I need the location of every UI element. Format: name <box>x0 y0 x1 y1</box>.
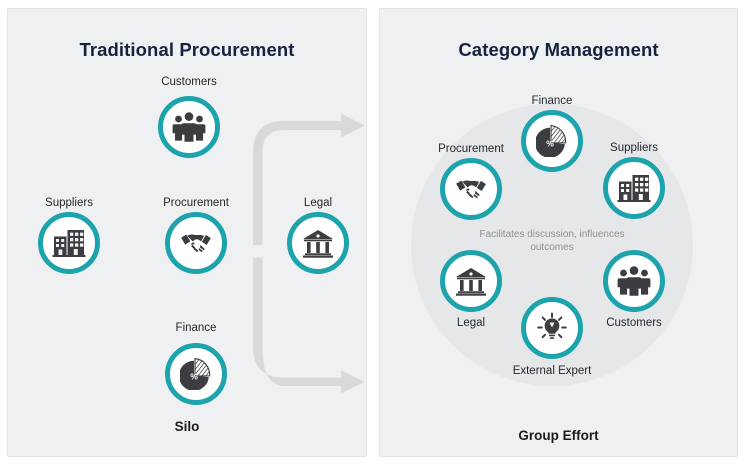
lightbulb-idea-icon <box>536 312 568 344</box>
right-panel-footer: Group Effort <box>518 428 599 443</box>
connector-suppliers-to-finance <box>253 257 365 394</box>
right-node-external-expert[interactable] <box>521 297 583 359</box>
right-node-label-procurement: Procurement <box>438 143 504 155</box>
office-buildings-icon <box>617 173 651 203</box>
traditional-procurement-panel: Traditional Procurement <box>7 8 476 457</box>
left-node-customers[interactable] <box>158 96 220 158</box>
courthouse-icon <box>302 229 334 258</box>
right-panel-title: Category Management <box>458 39 659 60</box>
left-node-label-finance: Finance <box>175 322 217 334</box>
pie-chart-percent-icon: % <box>536 125 568 157</box>
people-group-icon <box>617 266 651 296</box>
svg-text:%: % <box>190 371 198 381</box>
courthouse-icon <box>455 267 487 296</box>
right-node-customers[interactable] <box>603 250 665 312</box>
people-group-icon <box>172 112 206 142</box>
left-node-label-procurement: Procurement <box>163 197 229 209</box>
left-node-label-suppliers: Suppliers <box>45 197 93 209</box>
left-node-finance[interactable]: % <box>165 343 227 405</box>
right-node-procurement[interactable] <box>440 158 502 220</box>
right-node-finance[interactable]: % <box>521 110 583 172</box>
right-node-label-legal: Legal <box>456 317 486 329</box>
collaboration-note: Facilitates discussion, influences outco… <box>479 229 625 253</box>
left-node-label-customers: Customers <box>161 76 217 88</box>
right-node-label-suppliers: Suppliers <box>610 142 658 154</box>
office-buildings-icon <box>52 228 86 258</box>
left-node-procurement[interactable] <box>165 212 227 274</box>
right-node-legal[interactable] <box>440 250 502 312</box>
left-panel-title: Traditional Procurement <box>79 39 295 60</box>
svg-text:%: % <box>546 138 554 148</box>
right-node-label-customers: Customers <box>606 317 662 329</box>
handshake-icon <box>179 230 213 256</box>
left-node-label-legal: Legal <box>303 197 333 209</box>
pie-chart-percent-icon: % <box>180 358 212 390</box>
left-panel-footer: Silo <box>174 419 200 434</box>
handshake-icon <box>454 176 488 202</box>
right-node-label-finance: Finance <box>531 95 573 107</box>
left-node-suppliers[interactable] <box>38 212 100 274</box>
right-node-suppliers[interactable] <box>603 157 665 219</box>
left-node-legal[interactable] <box>287 212 349 274</box>
right-node-label-external-expert: External Expert <box>512 365 592 377</box>
